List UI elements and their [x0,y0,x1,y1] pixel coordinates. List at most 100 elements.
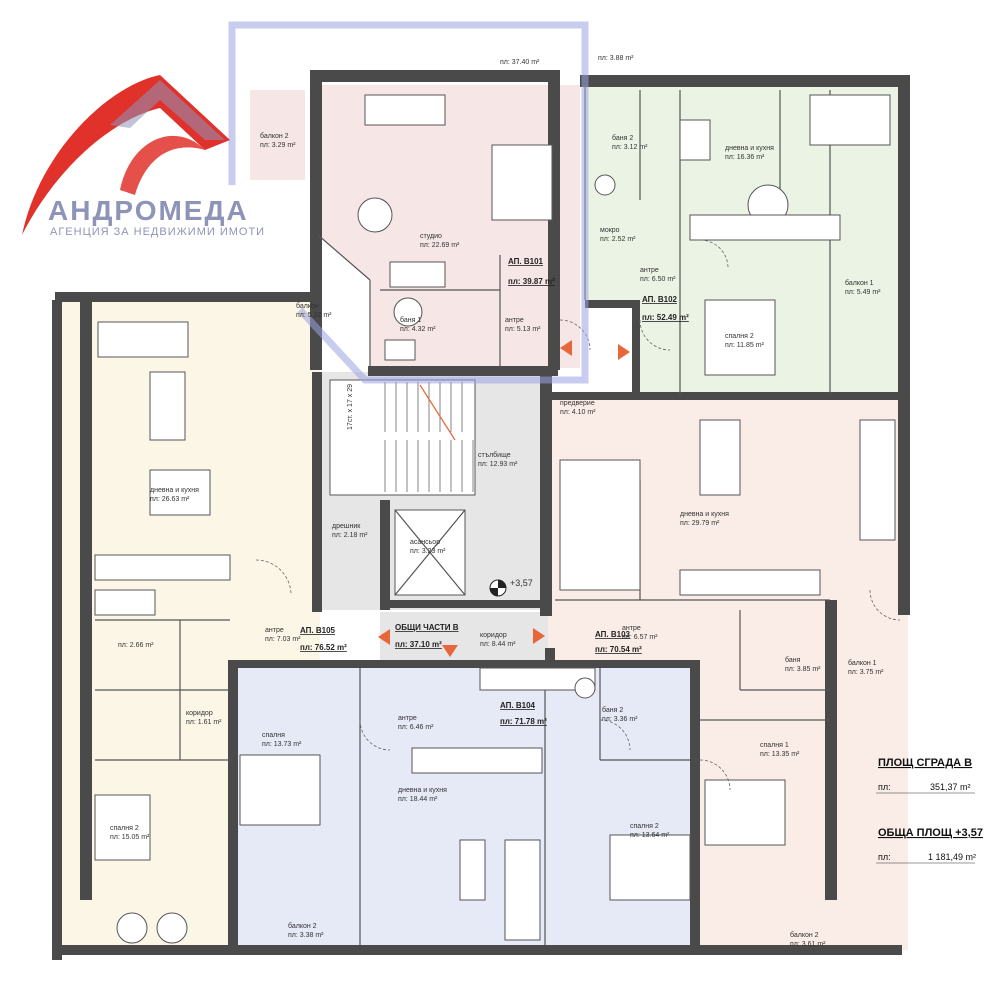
room-name: спалня 2 [110,825,139,832]
room-name: дневна и кухня [725,145,774,152]
room-name: предверие [560,400,595,407]
room-name: антре [398,715,417,722]
arrow-b103 [533,628,545,644]
arrows [378,340,630,657]
apt-b101-label: АП. В101 [508,257,544,266]
room-area: пл: 13.64 m² [630,832,670,839]
room-area: пл: 11.85 m² [725,342,765,349]
room-area: пл: 2.18 m² [332,532,368,539]
level-marker: +3,57 [489,578,533,597]
room-name: антре [640,267,659,274]
legend-building-title: ПЛОЩ СГРАДА В [878,757,972,769]
apt-b104-label: АП. В104 [500,701,536,710]
room-area: пл: 3.61 m² [790,941,826,948]
zone-b101-balcony [250,90,305,180]
zone-fills [55,85,910,950]
apartment-labels: АП. В101 пл: 39.87 m² АП. В102 пл: 52.49… [300,257,689,726]
room-area: пл: 2.52 m² [600,236,636,243]
room-name: балкон 2 [790,931,819,939]
room-name: студио [420,233,442,240]
room-name: спалня 1 [760,742,789,749]
stairs-label: 17ст. x 17 x 29 [347,384,354,430]
room-area: пл: 16.36 m² [725,154,765,161]
room-area: пл: 6.57 m² [622,634,658,641]
logo-subtitle: АГЕНЦИЯ ЗА НЕДВИЖИМИ ИМОТИ [50,226,265,238]
room-name: баня 2 [612,134,633,142]
room-name: балкон 1 [845,279,874,287]
legend-total-prefix: пл: [878,852,891,862]
common-label: ОБЩИ ЧАСТИ В [395,623,459,632]
highlight-outline [228,21,589,384]
level-text: +3,57 [510,578,533,588]
room-area: пл: 5.13 m² [505,326,541,333]
room-name: мокро [600,227,620,234]
furniture [94,94,896,944]
room-area: пл: 6.50 m² [640,276,676,283]
room-area: пл: 22.69 m² [420,242,460,249]
room-name: дрешник [332,523,361,530]
legend-building-prefix: пл: [878,782,891,792]
room-name: антре [505,317,524,324]
walls [52,70,910,960]
room-name: балкон 2 [260,132,289,140]
arrow-b102 [618,344,630,360]
room-name: спалня 2 [630,823,659,830]
room-area: пл: 13.73 m² [262,741,302,748]
room-name: асансьор [410,539,440,546]
room-area: пл: 13.35 m² [760,751,800,758]
room-name: спалня 2 [725,333,754,340]
room-area: пл: 1.61 m² [186,719,222,726]
room-name: дневна и кухня [150,487,199,494]
room-area: пл: 29.79 m² [680,520,720,527]
common-area: пл: 37.10 m² [395,640,442,649]
top-area-1: пл: 37.40 m² [500,59,540,66]
room-labels: балкон 2 пл: 3.29 m² студио пл: 22.69 m² бан… [110,132,884,948]
room-area: пл: 3.85 m² [785,666,821,673]
room-area: пл: 7.03 m² [265,636,301,643]
logo: АНДРОМЕДА АГЕНЦИЯ ЗА НЕДВИЖИМИ ИМОТИ [22,75,265,238]
room-area: пл: 3.38 m² [288,932,324,939]
room-area: пл: 5.49 m² [845,289,881,296]
legend-total-title: ОБЩА ПЛОЩ +3,57 [878,827,983,839]
room-name: баня [785,656,801,664]
room-area: пл: 6.46 m² [398,724,434,731]
room-name: стълбище [478,451,511,459]
apt-b104-area: пл: 71.78 m² [500,717,547,726]
logo-house-icon [110,80,225,140]
room-name: спалня [262,732,285,739]
apt-b103-label: АП. В103 [595,630,631,639]
room-name: балкон 1 [848,659,877,667]
arrow-b105 [378,629,390,645]
room-area: пл: 3.12 m² [612,144,648,151]
room-name: коридор [186,710,213,717]
room-name: баня 2 [602,706,623,714]
zone-corridor [380,612,548,662]
legend-building-value: 351,37 m² [930,782,971,792]
room-area: пл: 4.10 m² [560,409,596,416]
room-area: пл: 3.36 m² [602,716,638,723]
room-area: пл: 15.05 m² [110,834,150,841]
room-area: пл: 3.29 m² [260,142,296,149]
room-area: пл: 5.22 m² [296,312,332,319]
room-area: пл: 4.32 m² [400,326,436,333]
room-name: антре [265,627,284,634]
arrow-b104 [442,645,458,657]
apt-b102-label: АП. В102 [642,295,678,304]
room-name: баня 1 [400,316,421,324]
apt-b101-area: пл: 39.87 m² [508,277,555,286]
room-name: балкон 2 [288,922,317,930]
apt-b105-area: пл: 76.52 m² [300,643,347,652]
apt-b102-area: пл: 52.49 m² [642,313,689,322]
zone-b101 [318,85,580,368]
room-area: пл: 18.44 m² [398,796,438,803]
room-area: пл: 3.75 m² [848,669,884,676]
room-area: пл: 8.44 m² [480,641,516,648]
stairwell [329,379,476,596]
room-name: дневна и кухня [398,787,447,794]
room-name: антре [622,625,641,632]
top-area-2: пл: 3.88 m² [598,55,634,62]
door-swings [255,239,901,791]
room-area: пл: 3.23 m² [410,548,446,555]
logo-swirl-icon [120,135,205,195]
